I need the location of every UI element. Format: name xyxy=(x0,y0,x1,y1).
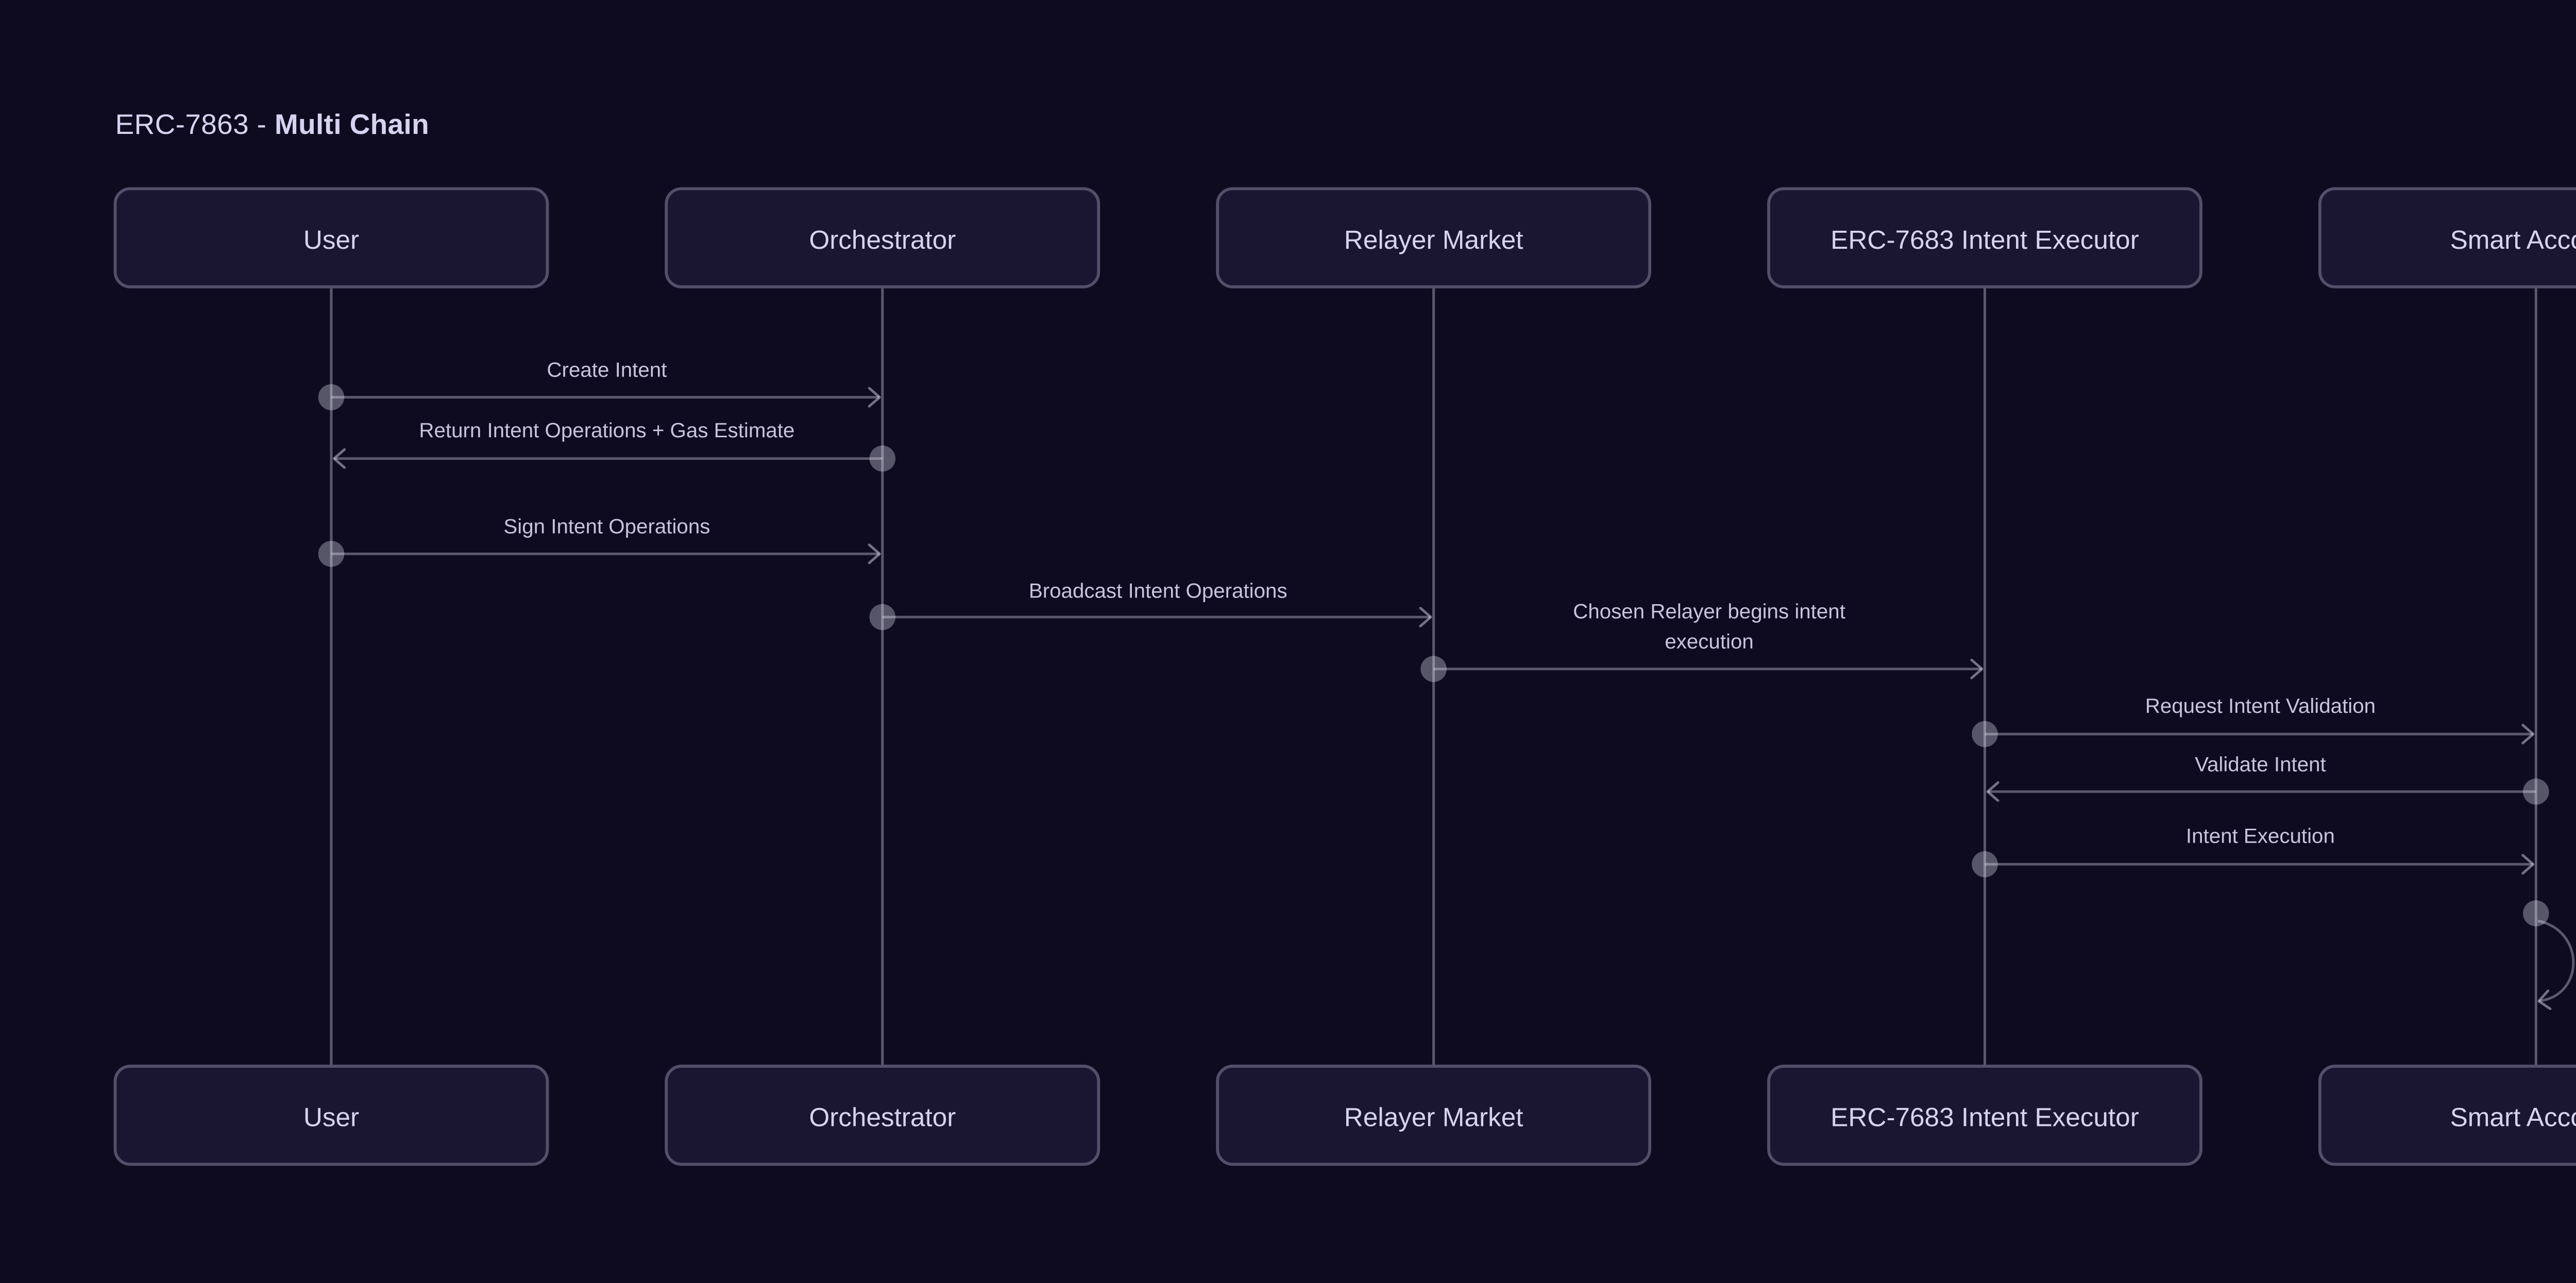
actor-box-user-top: User xyxy=(113,187,549,288)
actor-label: Smart Account xyxy=(2450,1102,2576,1132)
actor-box-smart-top: Smart Account xyxy=(2318,187,2576,288)
actors-layer: UserUserOrchestratorOrchestratorRelayer … xyxy=(113,187,2576,1166)
message-label: execution xyxy=(1665,630,1754,653)
message-label: Return Intent Operations + Gas Estimate xyxy=(419,419,794,442)
message-origin-dot xyxy=(869,446,896,472)
actor-box-executor-bottom: ERC-7683 Intent Executor xyxy=(1767,1065,2202,1166)
message-label: Validate Intent xyxy=(2195,752,2326,776)
dots-layer xyxy=(318,384,2549,927)
lifelines-layer xyxy=(330,286,2537,1067)
message-origin-dot xyxy=(1972,851,1998,878)
diagram-title: ERC-7863 - Multi Chain xyxy=(115,109,430,142)
actor-box-relayer-top: Relayer Market xyxy=(1216,187,1652,288)
actor-box-orchestrator-bottom: Orchestrator xyxy=(665,1065,1100,1166)
actor-label: ERC-7683 Intent Executor xyxy=(1831,1102,2139,1132)
message-label: Intent Execution xyxy=(2186,825,2335,848)
actor-box-rect xyxy=(1216,1065,1652,1166)
actor-box-executor-top: ERC-7683 Intent Executor xyxy=(1767,187,2202,288)
actor-box-rect xyxy=(665,1065,1100,1166)
actor-box-rect xyxy=(113,187,549,288)
messages-layer xyxy=(331,397,2575,1001)
actor-box-rect xyxy=(2318,187,2576,288)
message-label: Chosen Relayer begins intent xyxy=(1573,600,1845,623)
actor-label: Smart Account xyxy=(2450,225,2576,254)
actor-box-user-bottom: User xyxy=(113,1065,549,1166)
actor-label: Relayer Market xyxy=(1344,225,1523,254)
actor-box-rect xyxy=(2318,1065,2576,1166)
message-origin-dot xyxy=(318,384,345,410)
actor-label: Orchestrator xyxy=(809,1102,956,1132)
actor-box-rect xyxy=(113,1065,549,1166)
message-label: Request Intent Validation xyxy=(2145,694,2376,717)
self-message-arrow xyxy=(2538,919,2575,1001)
message-origin-dot xyxy=(1420,656,1447,682)
actor-box-orchestrator-top: Orchestrator xyxy=(665,187,1100,288)
actor-label: Relayer Market xyxy=(1344,1102,1523,1132)
message-label: Create Intent xyxy=(547,358,667,382)
message-origin-dot xyxy=(318,541,345,567)
actor-label: User xyxy=(303,1102,359,1132)
title-prefix: ERC-7863 - xyxy=(115,109,275,142)
actor-box-rect xyxy=(665,187,1100,288)
title-emphasis: Multi Chain xyxy=(274,109,430,142)
message-origin-dot xyxy=(2523,778,2549,805)
actor-label: Orchestrator xyxy=(809,225,956,254)
actor-box-smart-bottom: Smart Account xyxy=(2318,1065,2576,1166)
actor-label: ERC-7683 Intent Executor xyxy=(1831,225,2139,254)
message-label: Broadcast Intent Operations xyxy=(1029,579,1287,602)
actor-box-rect xyxy=(1767,1065,2202,1166)
message-label: Sign Intent Operations xyxy=(503,515,710,538)
actor-box-relayer-bottom: Relayer Market xyxy=(1216,1065,1652,1166)
actor-label: User xyxy=(303,225,359,254)
message-origin-dot xyxy=(2523,900,2549,927)
actor-box-rect xyxy=(1216,187,1652,288)
message-origin-dot xyxy=(1972,721,1998,747)
actor-box-rect xyxy=(1767,187,2202,288)
message-origin-dot xyxy=(869,604,896,630)
